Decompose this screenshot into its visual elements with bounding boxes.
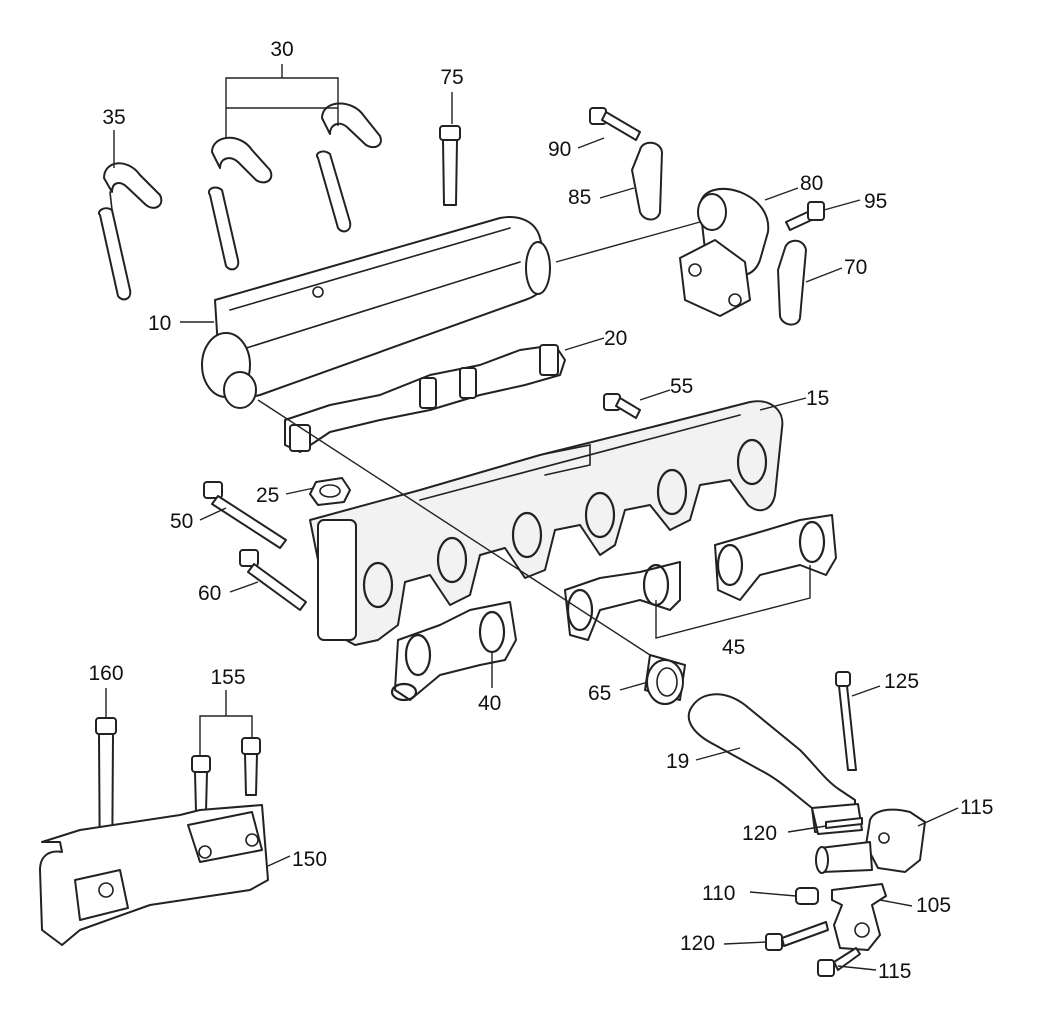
- part-35-clamp: [98, 162, 163, 301]
- callout-25: 25: [256, 484, 279, 507]
- part-70-sleeve: [644, 654, 686, 705]
- part-30-clamps: [208, 102, 382, 271]
- callout-15: 15: [806, 387, 829, 410]
- part-115-bolt: [817, 947, 861, 977]
- callout-65: 75: [440, 66, 463, 89]
- callout-135: 120: [742, 822, 777, 845]
- part-85-clamp-half: [777, 239, 807, 326]
- callout-labels: 30 35 75 90 85 80 95 70 10 20 55 15 25 5…: [88, 38, 993, 983]
- part-150-heat-shield: [39, 804, 269, 946]
- callout-80: 85: [568, 186, 591, 209]
- part-95-bolt: [785, 201, 825, 231]
- part-40-gaskets: [390, 601, 517, 702]
- callout-60: 60: [198, 582, 221, 605]
- callout-55: 55: [670, 375, 693, 398]
- part-65-stud: [439, 125, 461, 206]
- part-155-bolts: [191, 737, 261, 813]
- part-25-gasket: [309, 477, 351, 506]
- callout-155: 155: [210, 666, 245, 689]
- part-50-bolt: [203, 481, 287, 549]
- callout-70: 65: [588, 682, 611, 705]
- callout-35: 35: [102, 106, 125, 129]
- part-75-elbow: [679, 187, 770, 317]
- callout-50: 50: [170, 510, 193, 533]
- callout-40: 40: [478, 692, 501, 715]
- callout-105: 105: [916, 894, 951, 917]
- part-105-bracket: [831, 883, 887, 951]
- callout-115: 115: [878, 960, 911, 983]
- leader-lines: [105, 64, 959, 971]
- part-60-bolt: [239, 549, 307, 611]
- part-55-bolt: [603, 393, 641, 419]
- callout-150: 150: [292, 848, 327, 871]
- callout-75: 80: [800, 172, 823, 195]
- part-80-clamp-half: [631, 141, 663, 221]
- part-10-egr-cooler: [201, 216, 551, 409]
- callout-125: 125: [884, 670, 919, 693]
- part-20-bracket: [284, 344, 566, 453]
- part-90-bolt: [589, 107, 641, 141]
- callout-19: 19: [666, 750, 689, 773]
- part-125-bolt: [835, 671, 857, 771]
- part-110-nut: [795, 887, 819, 905]
- callout-30: 30: [270, 38, 293, 61]
- callout-45: 45: [722, 636, 745, 659]
- callout-110: 110: [702, 882, 735, 905]
- callout-130: 115: [960, 796, 993, 819]
- callout-85: 70: [844, 256, 867, 279]
- callout-95: 95: [864, 190, 887, 213]
- callout-10: 10: [148, 312, 171, 335]
- part-130-egr-valve: [815, 808, 926, 874]
- callout-20: 20: [604, 327, 627, 350]
- callout-120: 120: [680, 932, 715, 955]
- part-19-egr-pipe: [687, 693, 863, 835]
- part-15-exhaust-manifold: [309, 400, 784, 646]
- callout-160: 160: [88, 662, 123, 685]
- part-120-bolt: [765, 921, 829, 951]
- callout-90: 90: [548, 138, 571, 161]
